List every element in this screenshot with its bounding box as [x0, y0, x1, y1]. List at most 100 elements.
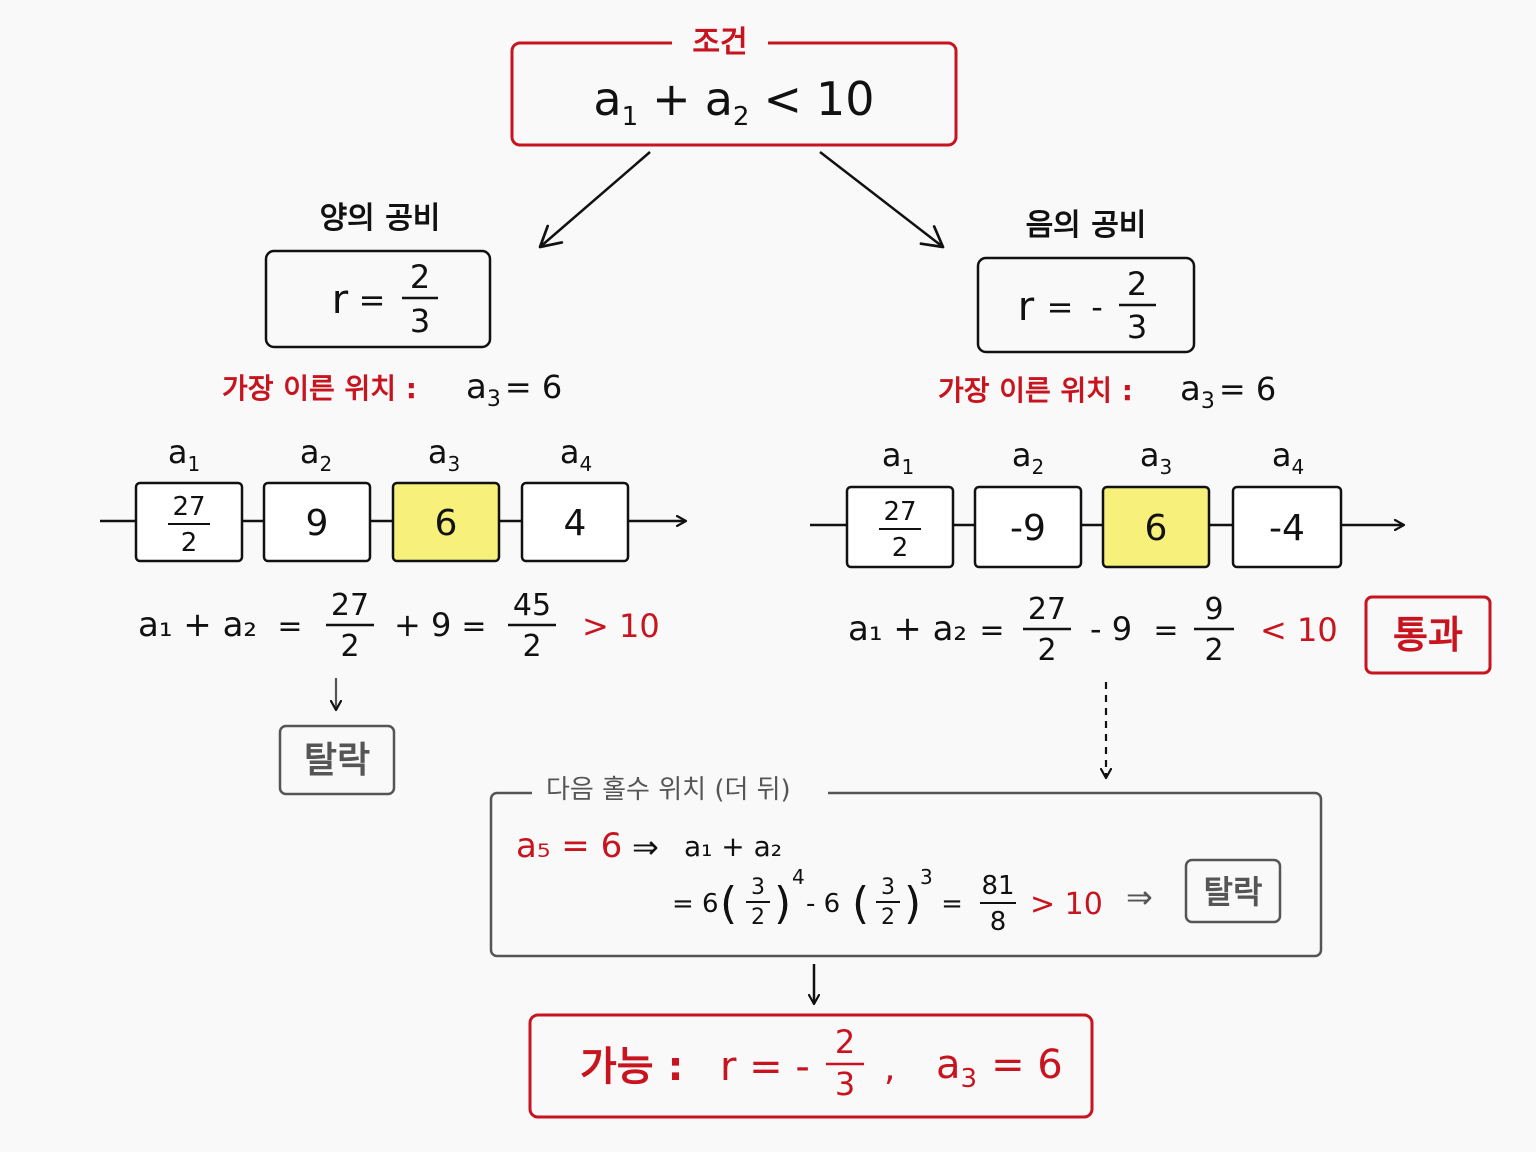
condition-title-gap	[672, 28, 768, 58]
next-odd-title: 다음 홀수 위치 (더 뒤)	[546, 775, 791, 805]
next-odd-paren-open-1: (	[720, 878, 737, 929]
next-odd-result-text: 탈락	[1204, 873, 1263, 911]
left-ratio-box	[264, 249, 492, 349]
next-odd-res-num: 81	[981, 871, 1014, 901]
right-term-1-den: 2	[892, 533, 909, 563]
left-term-label-4: a4	[560, 433, 592, 476]
next-odd-exp2: 3	[920, 865, 933, 889]
right-sum-f1-den: 2	[1037, 633, 1056, 668]
next-odd-sum-label: a₁ + a₂	[684, 830, 782, 863]
next-odd-implies-2: ⇒	[1126, 878, 1153, 916]
left-term-1-den: 2	[181, 528, 198, 558]
right-sum-verdict: < 10	[1260, 611, 1338, 649]
right-term-box-1	[845, 485, 955, 569]
right-heading: 음의 공비	[1026, 208, 1147, 243]
left-sum-op: + 9	[394, 606, 451, 644]
conclusion-r: r = -	[720, 1044, 810, 1090]
left-term-box-1	[134, 481, 244, 563]
left-earliest-label: 가장 이른 위치 :	[222, 372, 417, 405]
left-term-box-4	[520, 481, 630, 563]
right-sum-op: - 9	[1090, 610, 1132, 648]
right-term-3-value: 6	[1145, 508, 1168, 549]
conclusion-label: 가능 :	[580, 1044, 684, 1090]
left-sum-eq1: =	[277, 609, 302, 644]
right-ratio-sign: -	[1091, 288, 1103, 326]
right-sum-f2-den: 2	[1204, 633, 1223, 668]
right-term-1-num: 27	[883, 497, 916, 527]
right-ratio-var: r	[1018, 284, 1035, 330]
right-term-2-value: -9	[1010, 508, 1046, 549]
next-odd-exp1: 4	[792, 865, 805, 889]
right-term-box-3-highlight	[1101, 485, 1211, 569]
next-odd-f2-num: 3	[881, 875, 895, 900]
left-ratio-var: r	[332, 277, 349, 323]
left-term-label-1: a1	[168, 433, 200, 476]
left-sum-f2-den: 2	[522, 629, 541, 664]
next-odd-expr-eq6: = 6	[672, 889, 719, 919]
right-term-4-value: -4	[1269, 508, 1305, 549]
arrow-to-negative	[819, 151, 945, 249]
left-term-box-2	[262, 481, 372, 563]
left-term-3-value: 6	[435, 503, 458, 544]
right-result-text: 통과	[1393, 613, 1463, 657]
right-term-label-4: a4	[1272, 436, 1304, 479]
conclusion-term: a3= 6	[936, 1042, 1063, 1094]
right-sum-f1-num: 27	[1028, 592, 1066, 627]
next-odd-frame	[489, 791, 1323, 958]
condition-title: 조건	[692, 25, 747, 60]
next-odd-f1-den: 2	[751, 905, 765, 930]
left-ratio-den: 3	[410, 302, 430, 340]
left-branch: 양의 공비 r = 2 3 가장 이른 위치 : a3= 6 a1 a2 a3 …	[100, 201, 686, 796]
left-earliest-term: a3= 6	[466, 367, 562, 412]
next-odd-box: 다음 홀수 위치 (더 뒤) a₅ = 6 ⇒ a₁ + a₂ = 6 ( 3 …	[489, 774, 1323, 958]
condition-expression: a1+a2<10	[593, 72, 874, 132]
right-earliest-label: 가장 이른 위치 :	[938, 374, 1133, 407]
right-term-label-2: a2	[1012, 436, 1044, 479]
right-term-label-3: a3	[1140, 436, 1172, 479]
left-term-1-num: 27	[172, 492, 205, 522]
left-heading: 양의 공비	[320, 201, 441, 236]
right-earliest-term: a3= 6	[1180, 369, 1276, 414]
next-odd-paren-close-2: )	[904, 878, 921, 929]
next-odd-title-gap	[532, 774, 828, 806]
right-sum-eq1: =	[979, 613, 1004, 648]
conclusion-num: 2	[835, 1023, 855, 1061]
left-term-2-value: 9	[306, 503, 329, 544]
left-term-box-3-highlight	[391, 481, 501, 563]
next-odd-implies-1: ⇒	[632, 828, 659, 866]
left-sum-f2-num: 45	[513, 588, 551, 623]
right-result-box	[1364, 595, 1492, 675]
left-result-box	[278, 724, 396, 796]
left-sum-verdict: > 10	[582, 607, 660, 645]
left-sum-f1-den: 2	[340, 629, 359, 664]
left-sum-eq2: =	[461, 609, 486, 644]
conclusion-frame	[528, 1013, 1094, 1119]
right-ratio-den: 3	[1127, 308, 1147, 346]
next-odd-f2-den: 2	[881, 905, 895, 930]
next-odd-a5: a₅ = 6	[516, 826, 622, 866]
right-ratio-num: 2	[1127, 265, 1147, 303]
condition-box: 조건 a1+a2<10	[510, 25, 958, 147]
conclusion-box: 가능 : r = - 2 3 , a3= 6	[528, 1013, 1094, 1119]
next-odd-paren-close-1: )	[774, 878, 791, 929]
next-odd-res-den: 8	[990, 907, 1007, 937]
left-term-label-3: a3	[428, 433, 460, 476]
left-term-label-2: a2	[300, 433, 332, 476]
left-sum-f1-num: 27	[331, 588, 369, 623]
next-odd-minus6: - 6	[806, 889, 840, 919]
right-sum-f2-num: 9	[1204, 592, 1223, 627]
right-term-box-2	[973, 485, 1083, 569]
next-odd-result-box	[1184, 858, 1282, 924]
right-term-box-4	[1231, 485, 1343, 569]
conclusion-comma: ,	[884, 1048, 895, 1089]
next-odd-eq: =	[941, 889, 963, 919]
left-sum-lhs: a₁ + a₂	[138, 605, 257, 645]
next-odd-verdict: > 10	[1030, 887, 1103, 922]
right-sum-lhs: a₁ + a₂	[848, 609, 967, 649]
right-sum-eq2: =	[1153, 613, 1178, 648]
left-term-4-value: 4	[564, 503, 587, 544]
conclusion-den: 3	[835, 1065, 855, 1103]
left-result-text: 탈락	[304, 740, 370, 781]
